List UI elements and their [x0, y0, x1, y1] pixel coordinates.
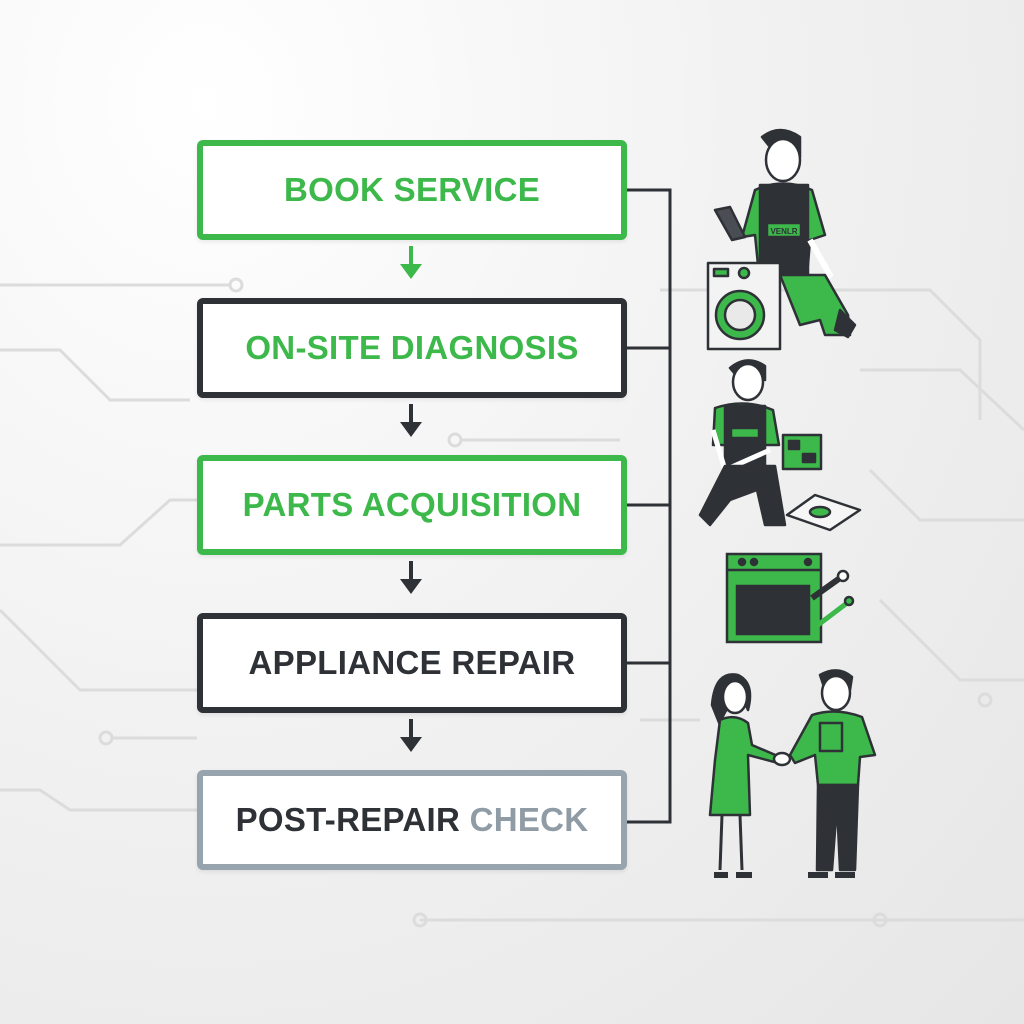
arrow-down-icon: [400, 404, 422, 437]
step-label-main: POST-REPAIR: [235, 801, 461, 838]
apron-logo-text: VENLR: [770, 227, 797, 236]
oven-tools-illustration: [725, 552, 855, 644]
step-post-repair-check[interactable]: POST-REPAIR CHECK: [197, 770, 627, 870]
step-label: ON-SITE DIAGNOSIS: [245, 329, 579, 366]
technician-parts-illustration: [698, 359, 862, 532]
handshake-illustration: [708, 669, 877, 878]
technician-washer-illustration: VENLR: [706, 128, 857, 351]
step-label: BOOK SERVICE: [283, 171, 541, 208]
step-book-service[interactable]: BOOK SERVICE: [197, 140, 627, 240]
step-appliance-repair[interactable]: APPLIANCE REPAIR: [197, 613, 627, 713]
arrow-down-icon: [400, 719, 422, 752]
arrow-down-icon: [400, 246, 422, 279]
step-label: PARTS ACQUISITION: [242, 486, 582, 523]
step-label-accent: CHECK: [469, 801, 589, 838]
step-label: APPLIANCE REPAIR: [248, 644, 576, 681]
step-parts-acquisition[interactable]: PARTS ACQUISITION: [197, 455, 627, 555]
step-on-site-diagnosis[interactable]: ON-SITE DIAGNOSIS: [197, 298, 627, 398]
arrow-down-icon: [400, 561, 422, 594]
